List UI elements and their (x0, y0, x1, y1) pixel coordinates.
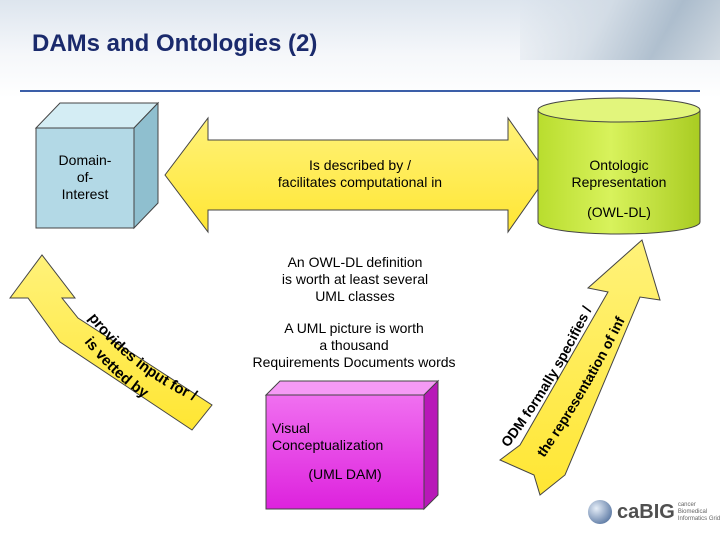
domain-box-label: Domain- of- Interest (58, 152, 112, 202)
ontology-cylinder-title: Ontologic Representation (571, 157, 667, 190)
header-photo-strip (520, 0, 720, 60)
visual-box-top (264, 380, 440, 396)
globe-icon (588, 500, 612, 524)
slide-title: DAMs and Ontologies (2) (32, 30, 318, 57)
logo-name: caBIG (617, 500, 675, 523)
slide-header: DAMs and Ontologies (2) (0, 0, 720, 98)
visual-box-front (265, 394, 425, 510)
right-curved-arrow (499, 239, 661, 496)
visual-box-subtitle: (UML DAM) (308, 466, 382, 482)
center-text-owl: An OWL-DL definition is worth at least s… (281, 254, 429, 304)
ontology-cylinder-subtitle: (OWL-DL) (587, 204, 651, 220)
left-curved-arrow (9, 254, 213, 431)
visual-box-side (423, 379, 439, 511)
domain-box-front (35, 127, 135, 229)
title-underline (20, 90, 700, 92)
top-arrow-label: Is described by / facilitates computatio… (277, 157, 443, 190)
cabig-logo: caBIG cancer Biomedical Informatics Grid (588, 500, 720, 524)
logo-tagline: cancer Biomedical Informatics Grid (677, 501, 720, 522)
visual-box-title: Visual Conceptualization (272, 420, 384, 453)
ontology-cylinder-top (537, 97, 701, 123)
center-text-uml: A UML picture is worth a thousand Requir… (252, 320, 456, 370)
ontology-cylinder-body (537, 109, 701, 235)
